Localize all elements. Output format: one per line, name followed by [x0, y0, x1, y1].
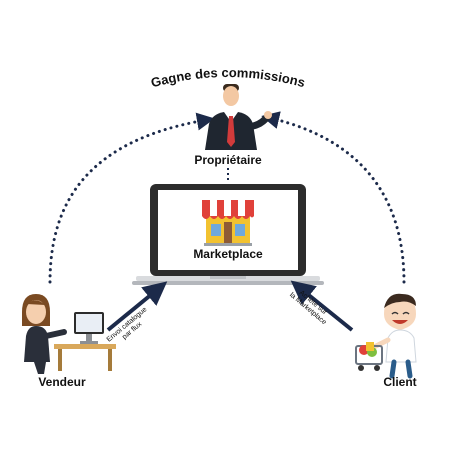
storefront-icon [202, 200, 254, 246]
shopper-with-cart-icon [355, 293, 417, 379]
woman-at-computer-icon [22, 294, 116, 374]
owner-label: Propriétaire [194, 153, 262, 167]
dotted-arc-right [261, 111, 406, 284]
client-to-marketplace-arrow [290, 280, 354, 332]
client-label: Client [383, 375, 416, 389]
client-flow-caption: Achète sur la Marketplace [288, 289, 328, 326]
dotted-arc-left [48, 112, 215, 284]
marketplace-label: Marketplace [193, 247, 263, 261]
seller-label: Vendeur [38, 375, 86, 389]
seller-to-marketplace-arrow [106, 281, 168, 332]
businessman-icon [205, 84, 272, 150]
